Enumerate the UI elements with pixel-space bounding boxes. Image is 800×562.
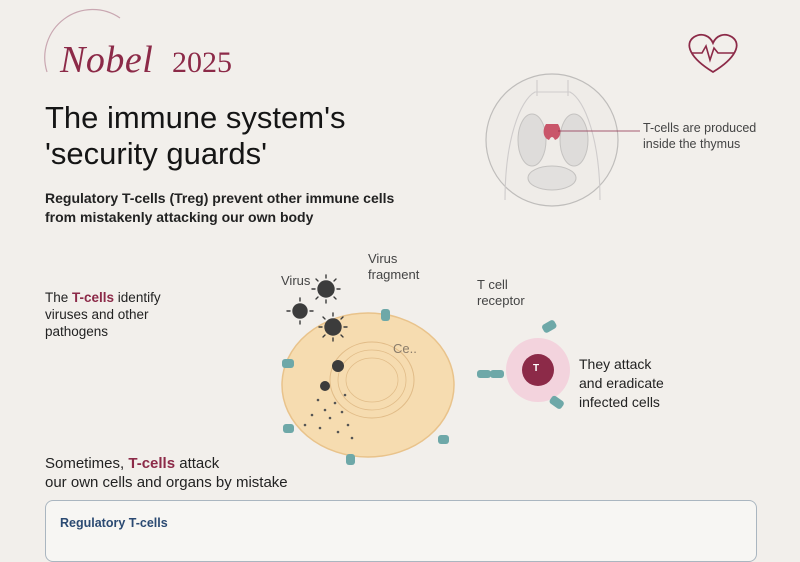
- mistake-text: Sometimes, T-cells attack our own cells …: [45, 455, 288, 491]
- t-cell-letter: T: [533, 363, 540, 374]
- label-t-cell-receptor: T cell receptor: [477, 277, 525, 308]
- infected-cell: [281, 312, 455, 458]
- page-title: The immune system's 'security guards': [45, 100, 346, 171]
- page-subtitle: Regulatory T-cells (Treg) prevent other …: [45, 190, 395, 225]
- virus-icon: [320, 360, 344, 391]
- identify-text: The T-cells identify viruses and other p…: [45, 290, 161, 339]
- thymus-note: T-cells are produced inside the thymus: [643, 121, 757, 151]
- regulatory-box-title: Regulatory T-cells: [60, 516, 168, 530]
- label-virus-fragment: Virus fragment: [368, 251, 420, 282]
- thymus-icon: [543, 124, 561, 140]
- regulatory-box: [45, 500, 757, 562]
- attack-text: They attack and eradicate infected cells: [579, 356, 664, 410]
- label-cell: Ce..: [393, 341, 417, 356]
- virus-fragments: [303, 393, 354, 440]
- torso-illustration: [485, 73, 640, 207]
- label-virus: Virus: [281, 273, 311, 288]
- illustration-canvas: [44, 8, 738, 528]
- heart-pulse-icon: [688, 33, 738, 74]
- t-cell: [490, 320, 570, 409]
- logo-year: 2025: [172, 46, 232, 79]
- logo-arc: [44, 8, 121, 73]
- logo-nobel: Nobel: [60, 39, 154, 81]
- virus-icon: [286, 274, 348, 342]
- surface-receptors: [282, 309, 491, 465]
